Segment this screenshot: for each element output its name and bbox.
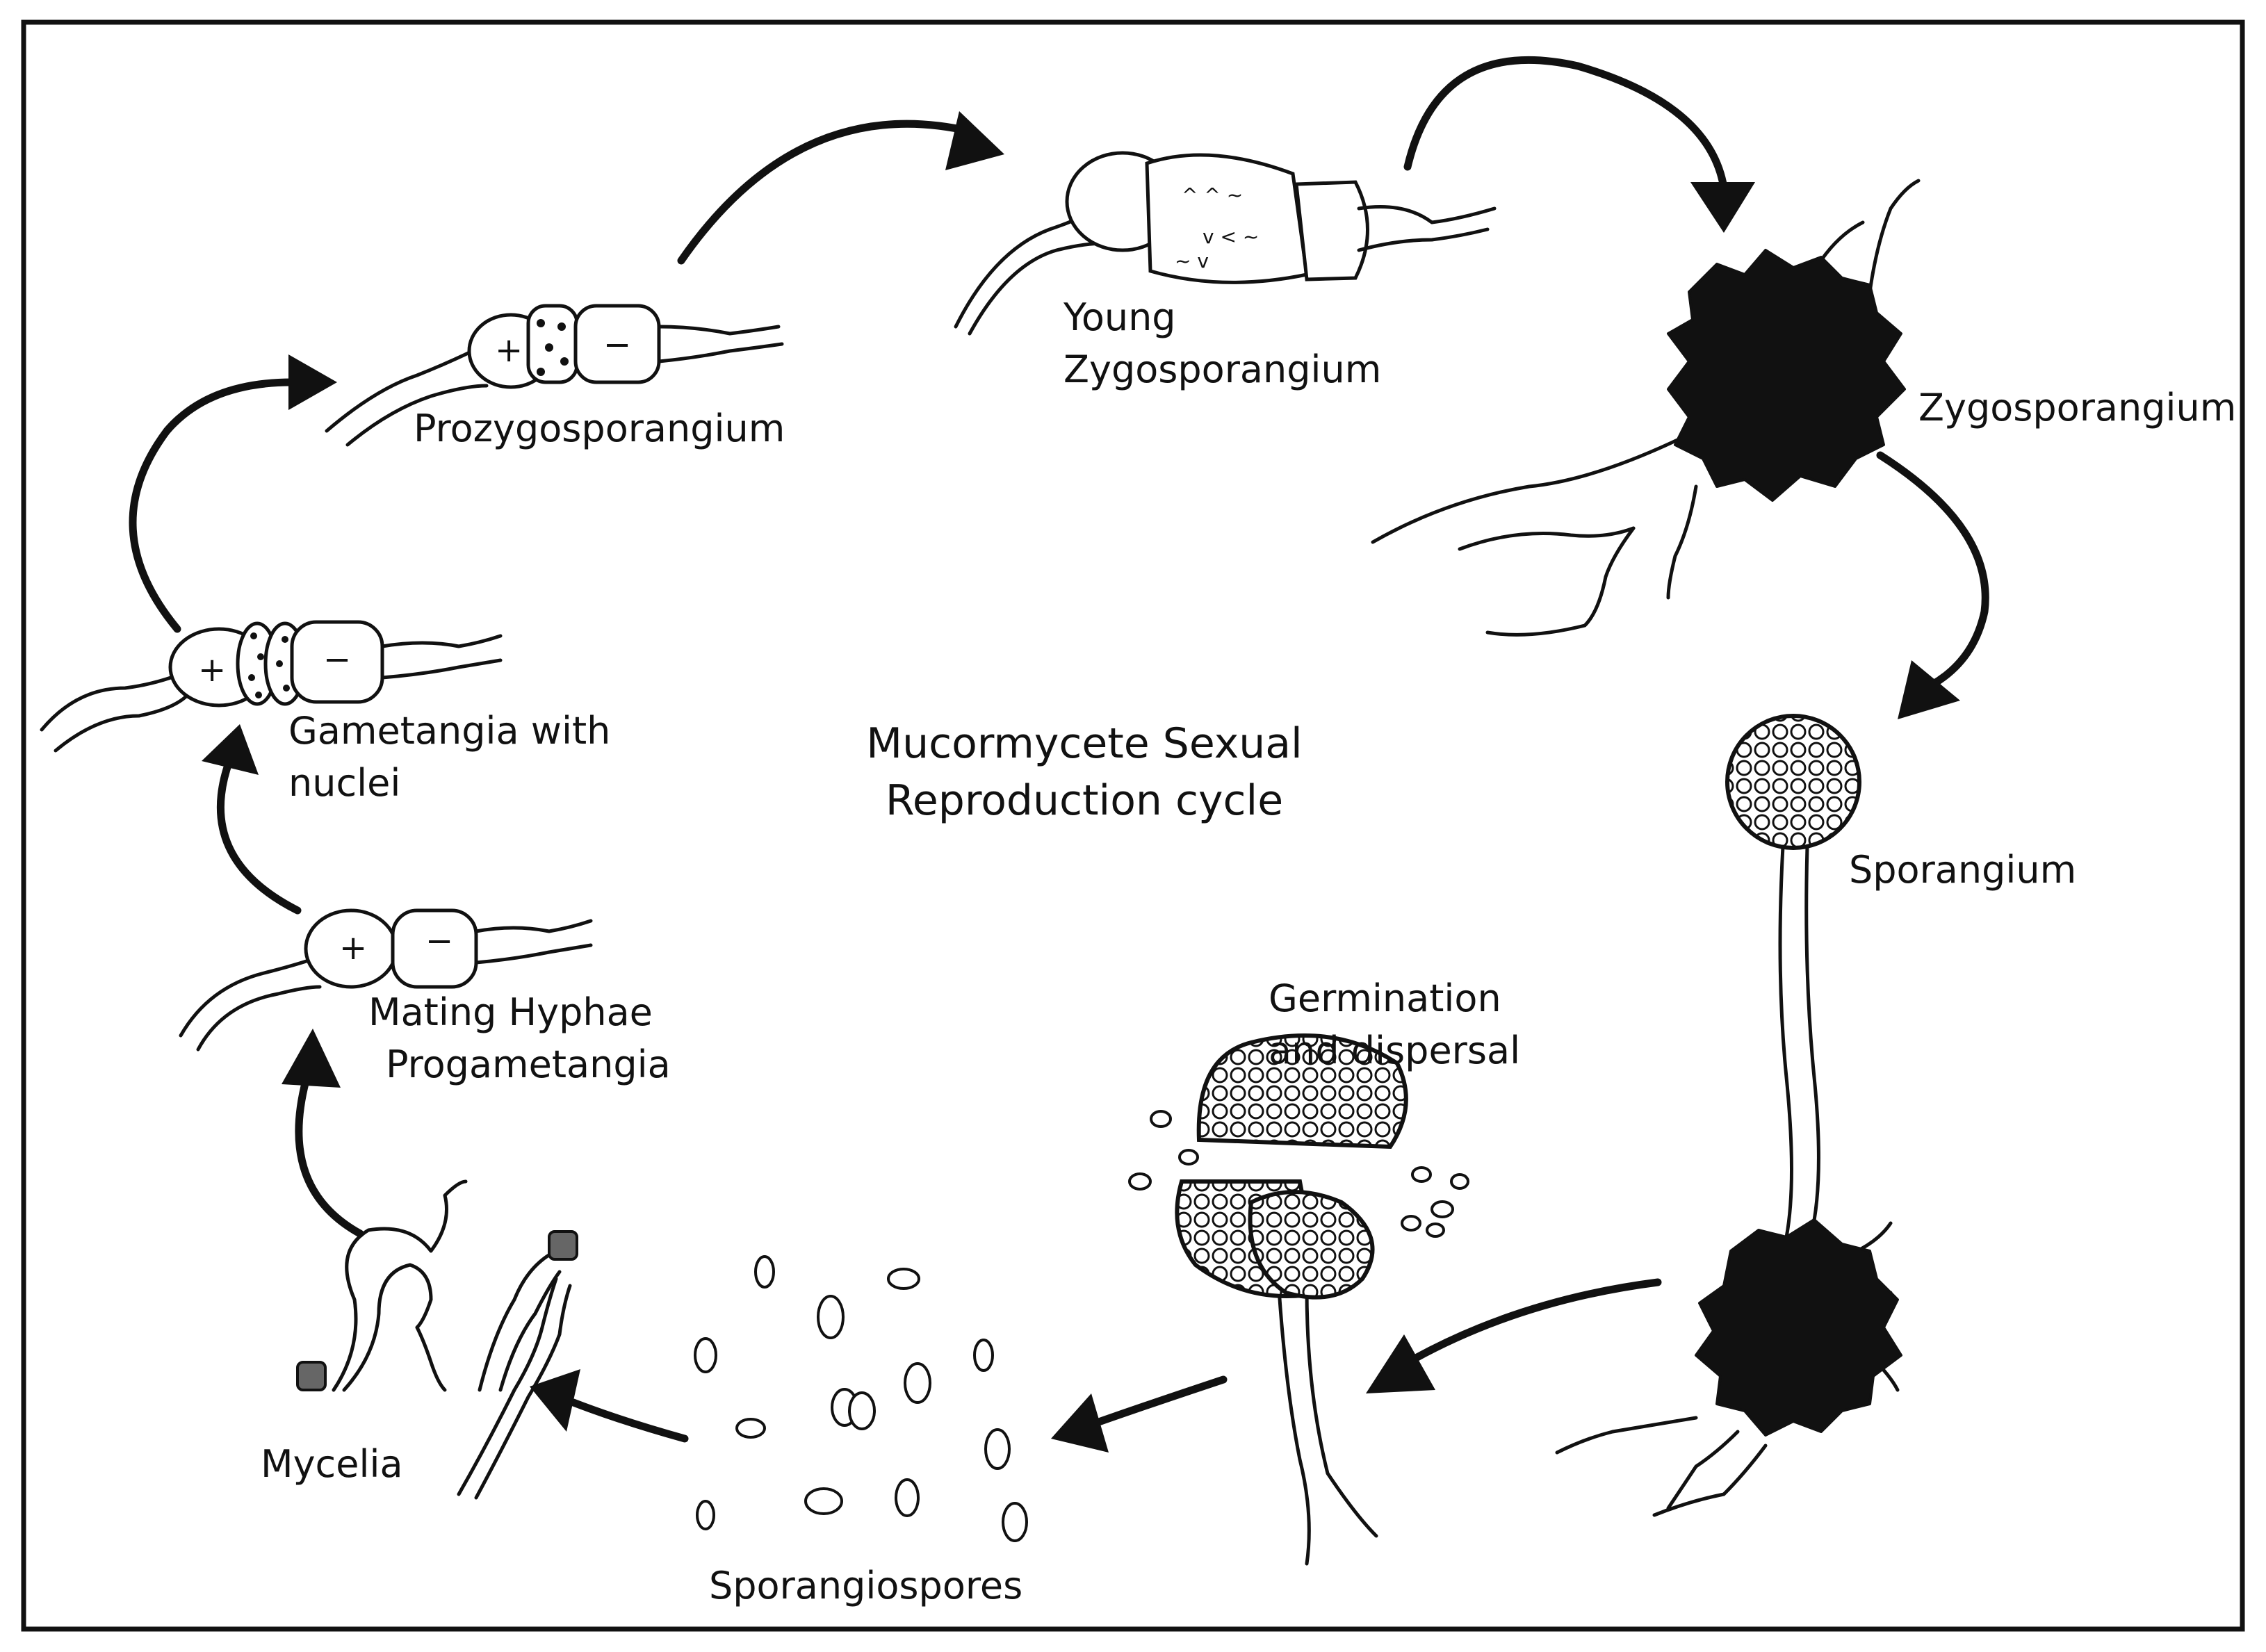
- germination-figure: [1128, 1033, 1469, 1566]
- diagram-title-line1: Mucormycete Sexual: [866, 719, 1302, 768]
- arrow-gametangia-to-prozygo: [129, 354, 337, 633]
- minus-mating-type-label: −: [323, 640, 351, 679]
- sporangiospores-label: Sporangiospores: [709, 1564, 1022, 1608]
- plus-mating-type-label: +: [495, 331, 523, 370]
- germination-label-line1: Germination: [1269, 976, 1501, 1020]
- sporangium-label: Sporangium: [1849, 848, 2076, 892]
- arrow-young-to-zygo: [1403, 56, 1755, 233]
- prozygosporangium-figure: + −: [325, 304, 784, 447]
- arrow-prozygo-to-young: [677, 111, 1004, 265]
- mycelia-label: Mycelia: [261, 1442, 403, 1486]
- mycelium-tip-right: [548, 1230, 578, 1261]
- svg-text:^ ^ ~: ^ ^ ~: [1182, 183, 1243, 206]
- mycelia-figure: [296, 1179, 578, 1500]
- svg-text:~ v: ~ v: [1175, 250, 1209, 272]
- plus-mating-type-label: +: [198, 651, 226, 689]
- svg-text:v < ~: v < ~: [1203, 225, 1259, 248]
- sporangium-figure: [1555, 714, 1902, 1517]
- arrow-mating-to-gametangia: [202, 724, 302, 915]
- germination-label-line2: and dispersal: [1269, 1029, 1520, 1072]
- outer-border: [21, 19, 2245, 1632]
- mating-hyphae-label-line1: Mating Hyphae: [368, 990, 653, 1034]
- prozygosporangium-label: Prozygosporangium: [414, 407, 785, 450]
- mating-hyphae-label-line2: Progametangia: [386, 1042, 671, 1086]
- young-zygosporangium-figure: ^ ^ ~ v < ~ ~ v: [954, 151, 1497, 336]
- zygosporangium-label: Zygosporangium: [1918, 386, 2236, 430]
- young-zygosporangium-label-line1: Young: [1063, 295, 1176, 339]
- mycelium-tip-left: [296, 1361, 327, 1391]
- young-zygosporangium-label-line2: Zygosporangium: [1063, 347, 1381, 391]
- arrow-germination-to-spores: [1051, 1375, 1228, 1453]
- mating-hyphae-figure: + −: [179, 908, 593, 1052]
- arrow-zygo-to-sporangium: [1876, 451, 1989, 719]
- arrow-sporangium-to-germination: [1366, 1278, 1662, 1393]
- gametangia-label-line1: Gametangia with: [288, 709, 610, 753]
- gametangia-figure: + −: [40, 620, 503, 753]
- minus-mating-type-label: −: [425, 922, 453, 960]
- diagram-title-line2: Reproduction cycle: [886, 776, 1283, 825]
- sporangiospores-figure: [694, 1255, 1028, 1542]
- gametangia-label-line2: nuclei: [288, 761, 400, 805]
- cycle-arrows: [129, 56, 1989, 1453]
- plus-mating-type-label: +: [339, 929, 367, 967]
- arrow-mycelia-to-mating: [282, 1029, 364, 1238]
- zygosporangium-figure: [1371, 179, 1921, 637]
- arrow-spores-to-mycelia: [530, 1369, 689, 1443]
- minus-mating-type-label: −: [603, 325, 631, 364]
